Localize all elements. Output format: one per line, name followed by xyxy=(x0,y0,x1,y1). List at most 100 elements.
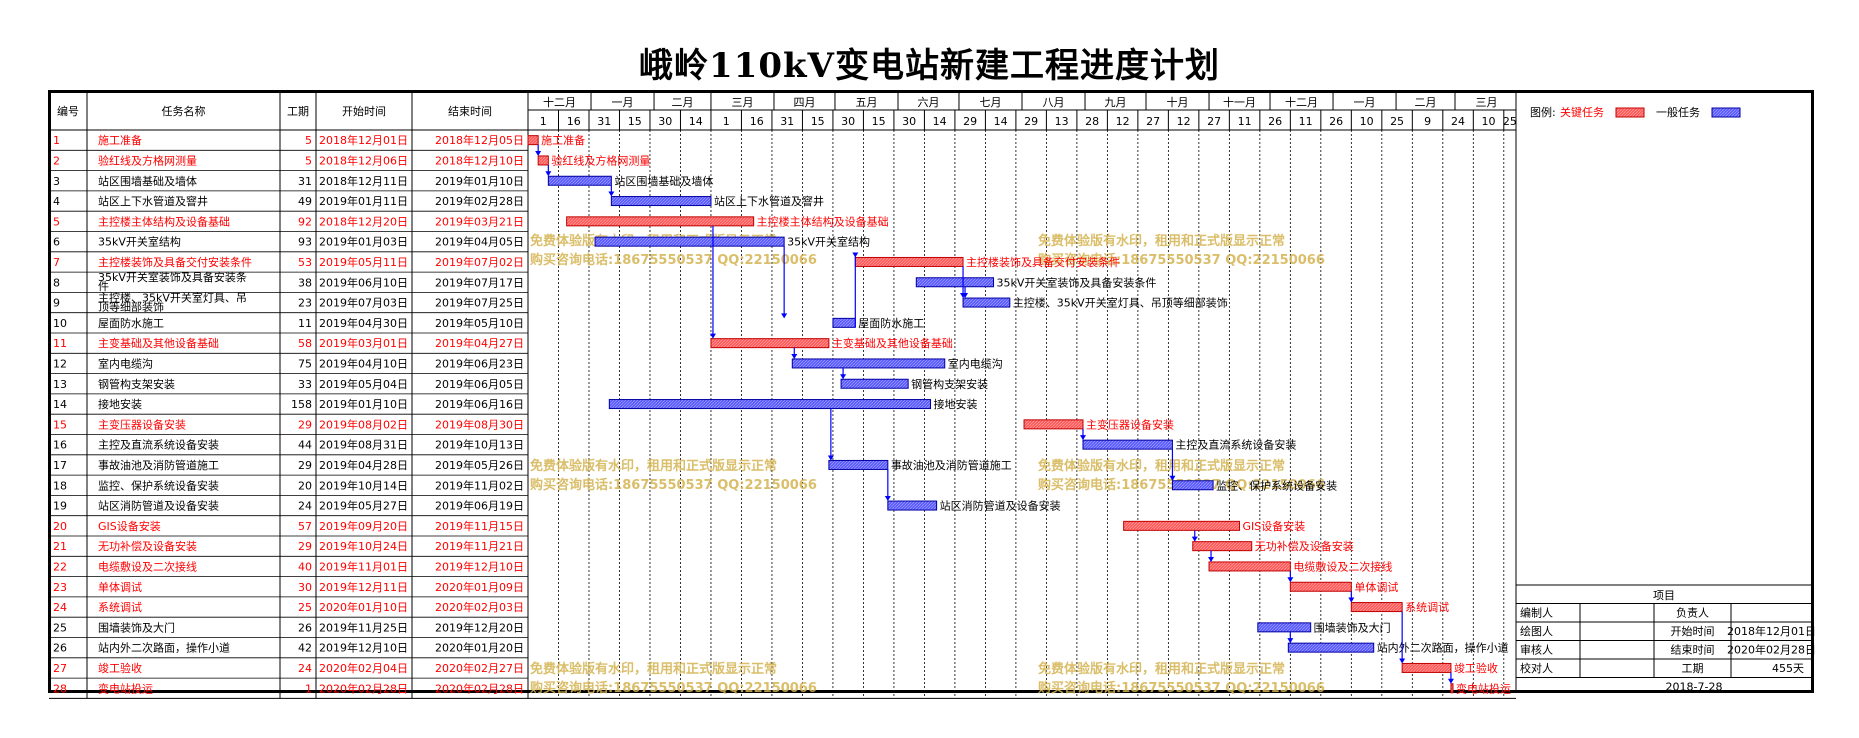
tick-label: 24 xyxy=(1451,115,1465,128)
row-end: 2018年12月10日 xyxy=(435,153,524,167)
tick-label: 12 xyxy=(1177,115,1191,128)
row-duration: 31 xyxy=(298,175,312,188)
dependency-arrow xyxy=(1287,638,1294,644)
tick-label: 14 xyxy=(933,115,947,128)
row-duration: 29 xyxy=(298,540,312,553)
row-id: 15 xyxy=(53,418,67,431)
info-box-label: 结束时间 xyxy=(1671,644,1715,657)
legend-critical-swatch xyxy=(1615,107,1645,118)
row-name: 变电站投运 xyxy=(98,681,153,695)
bar-label: 主控楼、35kV开关室灯具、吊顶等细部装饰 xyxy=(1013,296,1228,310)
gantt-bar xyxy=(608,399,932,410)
row-name: 围墙装饰及大门 xyxy=(98,620,175,634)
gantt-bar xyxy=(594,236,785,247)
row-end: 2019年11月15日 xyxy=(435,519,524,533)
row-start: 2019年09月20日 xyxy=(319,519,408,533)
month-label: 二月 xyxy=(1415,96,1437,109)
watermark-text: 购买咨询电话:18675550537 QQ:22150066 xyxy=(530,477,817,493)
bar-label: 变电站投运 xyxy=(1456,681,1511,695)
row-duration: 24 xyxy=(298,500,312,513)
row-name: 验红线及方格网测量 xyxy=(98,153,197,167)
row-end: 2019年06月16日 xyxy=(435,397,524,411)
row-start: 2019年01月10日 xyxy=(319,397,408,411)
row-start: 2019年08月31日 xyxy=(319,438,408,452)
row-name: 35kV开关室装饰及具备安装条 xyxy=(98,270,247,284)
watermark-text: 免费体验版有水印，租用和正式版显示正常 xyxy=(1038,458,1285,474)
tick-label: 14 xyxy=(689,115,703,128)
row-end: 2019年05月10日 xyxy=(435,316,524,330)
watermark-text: 免费体验版有水印，租用和正式版显示正常 xyxy=(530,661,777,677)
row-id: 19 xyxy=(53,500,67,513)
row-id: 10 xyxy=(53,317,67,330)
row-id: 18 xyxy=(53,479,67,492)
dependency-arrow xyxy=(781,313,788,319)
row-end: 2019年04月05日 xyxy=(435,235,524,249)
row-name: 站内外二次路面，操作小道 xyxy=(98,641,230,655)
month-label: 五月 xyxy=(855,96,877,109)
chart-frame xyxy=(48,90,1814,693)
row-start: 2019年06月10日 xyxy=(319,275,408,289)
row-id: 4 xyxy=(53,195,60,208)
row-end: 2019年04月27日 xyxy=(435,336,524,350)
tick-label: 30 xyxy=(658,115,672,128)
tick-label: 27 xyxy=(1207,115,1221,128)
row-id: 9 xyxy=(53,297,60,310)
bar-label: 35kV开关室结构 xyxy=(787,235,870,249)
bar-label: 主变基础及其他设备基础 xyxy=(832,336,953,350)
bar-label: 室内电缆沟 xyxy=(948,356,1003,370)
dependency-arrow xyxy=(709,333,716,339)
info-box-value: 2020年02月28日 xyxy=(1727,643,1816,657)
row-start: 2018年12月06日 xyxy=(319,153,408,167)
bar-label: 主控楼主体结构及设备基础 xyxy=(757,214,889,228)
header-id: 编号 xyxy=(57,104,79,118)
bar-label: 站区围墙基础及墙体 xyxy=(614,174,713,188)
legend-normal-label: 一般任务 xyxy=(1656,106,1700,119)
row-id: 24 xyxy=(53,601,67,614)
row-duration: 158 xyxy=(291,398,312,411)
row-duration: 75 xyxy=(298,357,312,370)
bar-label: 验红线及方格网测量 xyxy=(551,153,650,167)
month-label: 十二月 xyxy=(1285,95,1318,109)
row-duration: 40 xyxy=(298,560,312,573)
tick-label: 26 xyxy=(1329,115,1343,128)
bar-label: 钢管构支架安装 xyxy=(911,377,988,391)
gantt-bar xyxy=(915,277,995,288)
row-end: 2019年08月30日 xyxy=(435,417,524,431)
row-end: 2019年06月23日 xyxy=(435,356,524,370)
gantt-bar xyxy=(962,297,1011,308)
tick-label: 16 xyxy=(750,115,764,128)
info-box-label: 校对人 xyxy=(1520,661,1553,675)
row-id: 1 xyxy=(53,134,60,147)
watermark-text: 免费体验版有水印，租用和正式版显示正常 xyxy=(530,458,777,474)
row-name: 主变基础及其他设备基础 xyxy=(98,336,219,350)
tick-label: 15 xyxy=(872,115,886,128)
bar-label: 35kV开关室装饰及具备安装条件 xyxy=(997,275,1157,289)
row-id: 25 xyxy=(53,621,67,634)
gantt-bar xyxy=(1123,520,1241,531)
row-duration: 24 xyxy=(298,662,312,675)
row-end: 2019年02月28日 xyxy=(435,194,524,208)
row-end: 2019年07月02日 xyxy=(435,255,524,269)
row-end: 2018年12月05日 xyxy=(435,133,524,147)
gantt-bar xyxy=(840,378,909,389)
row-duration: 92 xyxy=(298,215,312,228)
row-id: 6 xyxy=(53,236,60,249)
tick-label: 1 xyxy=(723,115,730,128)
info-box-value: 2018年12月01日 xyxy=(1727,624,1816,638)
gantt-bar xyxy=(1289,581,1352,592)
dependency-arrow xyxy=(962,293,969,299)
row-start: 2020年01月10日 xyxy=(319,600,408,614)
bar-label: 围墙装饰及大门 xyxy=(1314,620,1391,634)
row-end: 2020年02月03日 xyxy=(435,600,524,614)
row-id: 11 xyxy=(53,337,67,350)
row-start: 2019年08月02日 xyxy=(319,417,408,431)
tick-label: 11 xyxy=(1299,115,1313,128)
tick-label: 28 xyxy=(1085,115,1099,128)
watermark-text: 购买咨询电话:18675550537 QQ:22150066 xyxy=(1038,252,1325,268)
row-duration: 53 xyxy=(298,256,312,269)
gantt-bar xyxy=(1257,622,1312,633)
bar-label: 主控及直流系统设备安装 xyxy=(1175,438,1296,452)
info-box-label: 绘图人 xyxy=(1520,624,1553,638)
row-duration: 57 xyxy=(298,520,312,533)
